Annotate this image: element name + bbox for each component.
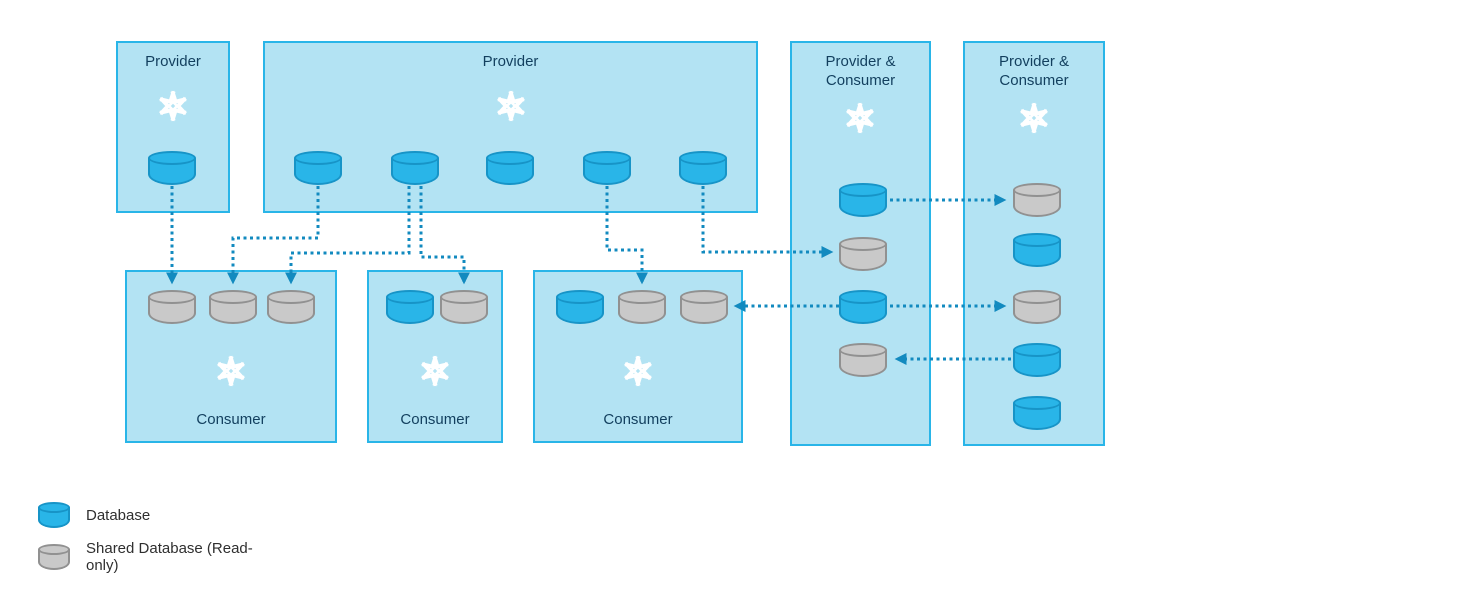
database-cylinder	[1013, 396, 1061, 430]
database-cylinder	[486, 151, 534, 185]
snowflake-icon	[493, 88, 529, 124]
database-cylinder	[556, 290, 604, 324]
shared-database-cylinder	[839, 343, 887, 377]
box-title: Consumer	[196, 411, 266, 428]
legend: Database Shared Database (Read-only)	[38, 502, 256, 586]
legend-item-database: Database	[38, 502, 256, 528]
box-title: Provider & Consumer	[998, 53, 1070, 89]
legend-label: Shared Database (Read-only)	[86, 540, 253, 574]
box-title: Provider & Consumer	[825, 53, 896, 89]
database-cylinder	[148, 151, 196, 185]
database-legend-swatch	[38, 502, 70, 528]
box-title: Consumer	[603, 411, 673, 428]
database-cylinder	[679, 151, 727, 185]
box-title: Provider	[145, 53, 201, 70]
legend-label: Database	[86, 506, 151, 524]
legend-item-shared-database: Shared Database (Read-only)	[38, 540, 256, 574]
snowflake-icon	[1016, 100, 1052, 136]
box-provider-small: Provider	[116, 41, 230, 213]
snowflake-icon	[155, 88, 191, 124]
shared-database-cylinder	[1013, 290, 1061, 324]
database-cylinder-icon	[38, 502, 70, 528]
snowflake-icon	[213, 353, 249, 389]
shared-database-cylinder	[209, 290, 257, 324]
shared-database-cylinder	[267, 290, 315, 324]
snowflake-icon	[842, 100, 878, 136]
database-cylinder	[294, 151, 342, 185]
database-cylinder	[839, 290, 887, 324]
database-cylinder	[1013, 233, 1061, 267]
database-cylinder	[583, 151, 631, 185]
database-cylinder	[391, 151, 439, 185]
snowflake-icon	[417, 353, 453, 389]
box-title: Consumer	[400, 411, 470, 428]
shared-database-cylinder	[839, 237, 887, 271]
shared-database-cylinder	[148, 290, 196, 324]
snowflake-icon	[620, 353, 656, 389]
shared-database-cylinder-icon	[38, 544, 70, 570]
box-title: Provider	[482, 53, 539, 70]
shared-database-cylinder	[618, 290, 666, 324]
database-cylinder	[839, 183, 887, 217]
shared-database-cylinder	[1013, 183, 1061, 217]
shared-database-cylinder	[440, 290, 488, 324]
box-provider-large: Provider	[263, 41, 758, 213]
shared-database-legend-swatch	[38, 544, 70, 570]
database-cylinder	[1013, 343, 1061, 377]
shared-database-cylinder	[680, 290, 728, 324]
database-cylinder	[386, 290, 434, 324]
